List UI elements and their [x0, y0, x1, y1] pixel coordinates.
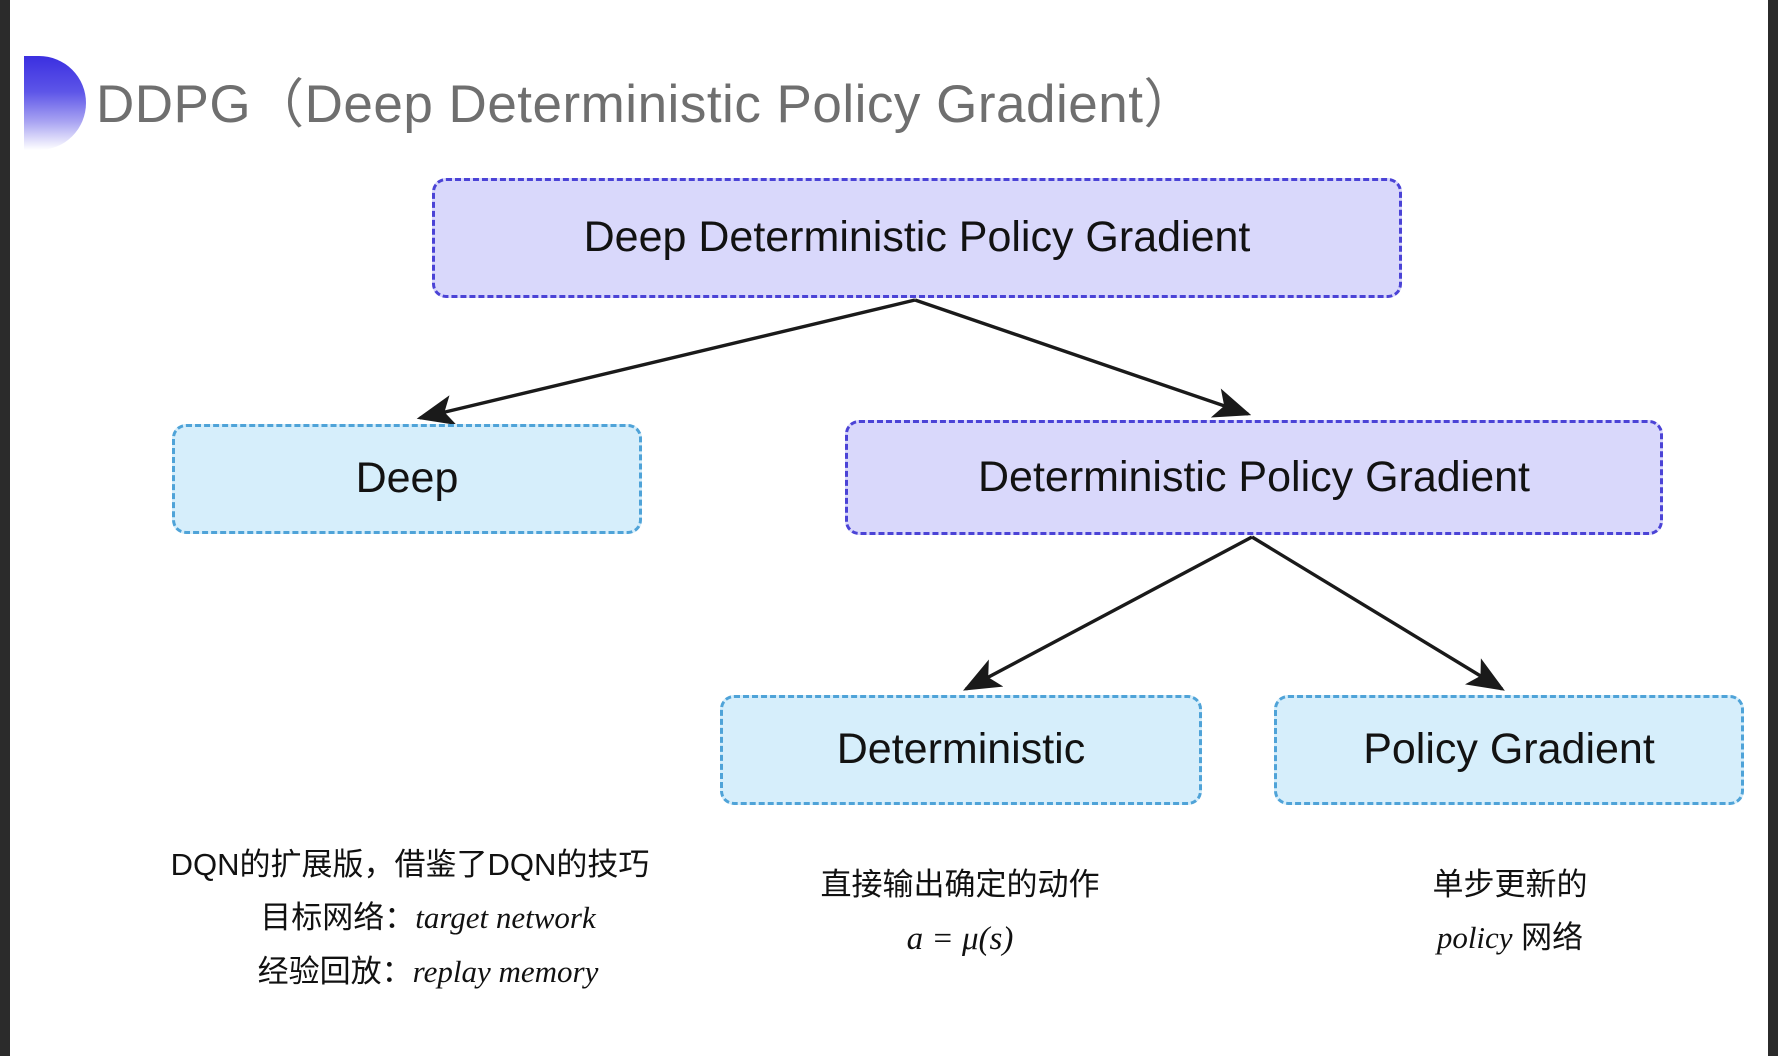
caption-deterministic: 直接输出确定的动作 a = μ(s): [730, 858, 1190, 968]
node-deterministic-policy-gradient[interactable]: Deterministic Policy Gradient: [845, 420, 1663, 535]
caption-policy-gradient-line-2: policy 网络: [1436, 920, 1584, 956]
node-policy-gradient[interactable]: Policy Gradient: [1274, 695, 1744, 805]
caption-deep-line-2: 目标网络：target network: [260, 900, 596, 936]
caption-deep-line-1: DQN的扩展版，借鉴了DQN的技巧: [170, 847, 650, 882]
node-deep-deterministic-policy-gradient[interactable]: Deep Deterministic Policy Gradient: [432, 178, 1402, 298]
caption-deterministic-line-1: 直接输出确定的动作: [820, 867, 1100, 902]
slide-right-edge-rail: [1768, 0, 1778, 1056]
caption-policy-gradient: 单步更新的 policy 网络: [1290, 858, 1730, 965]
caption-deep: DQN的扩展版，借鉴了DQN的技巧 目标网络：target network 经验…: [150, 838, 670, 998]
node-label: Policy Gradient: [1363, 725, 1655, 774]
node-label: Deep: [355, 454, 459, 503]
edge-root-to-dpg: [914, 298, 1252, 418]
node-deterministic[interactable]: Deterministic: [720, 695, 1202, 805]
edge-dpg-to-deterministic: [962, 535, 1253, 691]
node-deep[interactable]: Deep: [172, 424, 642, 534]
caption-deep-line-3: 经验回放：replay memory: [257, 953, 599, 989]
slide-left-edge-rail: [0, 0, 10, 1056]
title-bullet-decoration: [24, 56, 86, 150]
node-label: Deterministic: [836, 725, 1086, 774]
page-title: DDPG（Deep Deterministic Policy Gradient）: [96, 75, 1197, 134]
caption-policy-gradient-line-1: 单步更新的: [1432, 867, 1588, 902]
node-label: Deterministic Policy Gradient: [977, 452, 1530, 501]
node-label: Deep Deterministic Policy Gradient: [583, 213, 1251, 262]
edge-dpg-to-policy-gradient: [1251, 535, 1505, 691]
edge-root-to-deep: [416, 298, 916, 425]
caption-deterministic-formula: a = μ(s): [906, 921, 1014, 958]
